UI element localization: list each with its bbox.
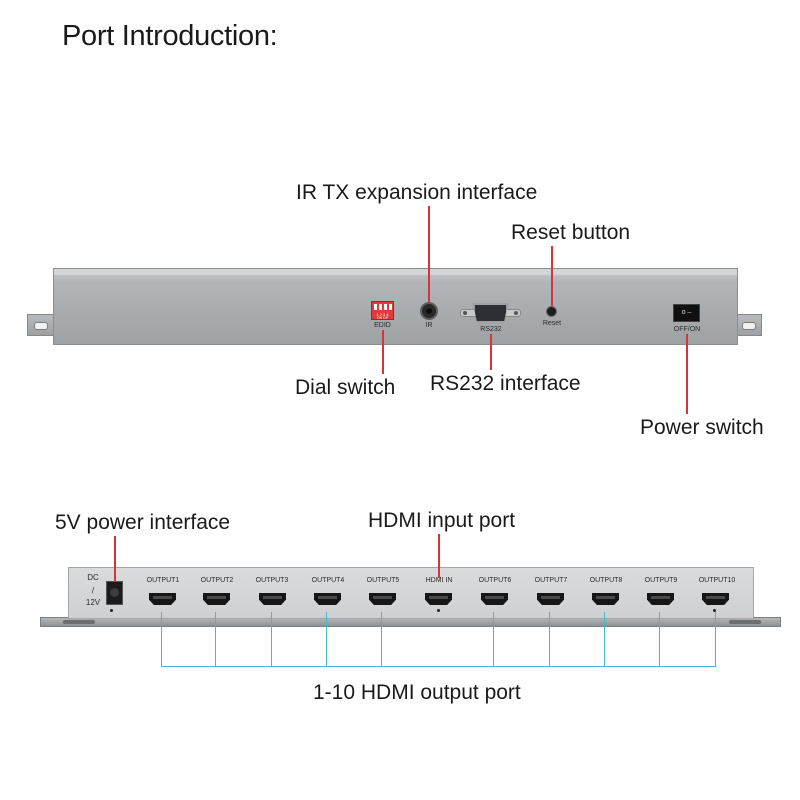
- label-hdmi-input: HDMI input port: [368, 509, 516, 532]
- bracket-line: [381, 612, 383, 667]
- port-label: OUTPUT3: [255, 577, 289, 584]
- hdmi-output-port-4[interactable]: [314, 593, 341, 605]
- indicator-dot: [713, 609, 716, 612]
- bracket-base: [161, 666, 716, 668]
- bracket-line: [161, 612, 163, 667]
- callout-5v: [114, 536, 116, 582]
- hdmi-output-port-7[interactable]: [537, 593, 564, 605]
- bracket-line: [215, 612, 217, 667]
- label-dial-switch: Dial switch: [295, 376, 396, 399]
- port-label: OUTPUT1: [146, 577, 180, 584]
- hdmi-output-port-8[interactable]: [592, 593, 619, 605]
- hdmi-output-port-6[interactable]: [481, 593, 508, 605]
- bracket-line: [326, 612, 328, 667]
- port-label: OUTPUT5: [366, 577, 400, 584]
- callout-dial: [382, 330, 384, 374]
- dip-numbers: 1 2 3 4: [376, 312, 389, 317]
- callout-hdmi-input: [438, 534, 440, 578]
- port-label: OUTPUT6: [478, 577, 512, 584]
- hdmi-input-port[interactable]: [425, 593, 452, 605]
- callout-power: [686, 334, 688, 414]
- bracket-line: [271, 612, 273, 667]
- callout-reset: [551, 246, 553, 306]
- panel-top-edge: [54, 269, 737, 275]
- hdmi-output-port-10[interactable]: [702, 593, 729, 605]
- ir-jack[interactable]: [420, 302, 438, 320]
- dip-sub-label: ON DP: [376, 316, 389, 320]
- rs232-label: RS232: [480, 326, 502, 333]
- callout-rs232: [490, 334, 492, 370]
- bracket-line: [715, 612, 717, 667]
- label-reset-button: Reset button: [511, 221, 631, 244]
- edid-label: EDID: [374, 322, 391, 329]
- dc-power-jack[interactable]: [106, 581, 123, 605]
- callout-ir-tx: [428, 206, 430, 302]
- indicator-dot: [110, 609, 113, 612]
- hdmi-output-port-3[interactable]: [259, 593, 286, 605]
- port-label: OUTPUT7: [534, 577, 568, 584]
- port-label: OUTPUT8: [589, 577, 623, 584]
- indicator-dot: [437, 609, 440, 612]
- switch-marks: o –: [681, 309, 692, 316]
- bracket-line: [549, 612, 551, 667]
- off-on-label: OFF/ON: [673, 326, 701, 333]
- mounting-ear-left: [27, 314, 54, 336]
- reset-label: Reset: [542, 320, 562, 327]
- reset-button[interactable]: [546, 306, 557, 317]
- port-label: HDMI IN: [425, 577, 453, 584]
- label-power-switch: Power switch: [640, 416, 764, 439]
- bracket-line: [493, 612, 495, 667]
- hdmi-output-port-5[interactable]: [369, 593, 396, 605]
- power-switch[interactable]: o –: [673, 304, 700, 322]
- dc-label: DC: [87, 573, 99, 582]
- bracket-line: [659, 612, 661, 667]
- bracket-line: [604, 612, 606, 667]
- label-hdmi-output: 1-10 HDMI output port: [313, 681, 521, 704]
- device-front-panel: [68, 567, 754, 619]
- device-rear-panel: [53, 268, 738, 345]
- page-title: Port Introduction:: [62, 20, 278, 52]
- dc-volt: 12V: [85, 598, 101, 607]
- label-5v-power: 5V power interface: [55, 511, 231, 534]
- ir-label: IR: [425, 322, 433, 329]
- dc-slash: /: [91, 586, 95, 595]
- hdmi-output-port-1[interactable]: [149, 593, 176, 605]
- dip-switch[interactable]: 1 2 3 4 ON DP: [371, 301, 394, 320]
- rs232-port[interactable]: [460, 302, 521, 324]
- mounting-ear-right: [735, 314, 762, 336]
- port-label: OUTPUT4: [311, 577, 345, 584]
- port-label: OUTPUT10: [698, 577, 736, 584]
- port-label: OUTPUT2: [200, 577, 234, 584]
- hdmi-output-port-2[interactable]: [203, 593, 230, 605]
- hdmi-output-port-9[interactable]: [647, 593, 674, 605]
- label-rs232: RS232 interface: [430, 372, 581, 395]
- label-ir-tx: IR TX expansion interface: [296, 181, 538, 204]
- port-label: OUTPUT9: [644, 577, 678, 584]
